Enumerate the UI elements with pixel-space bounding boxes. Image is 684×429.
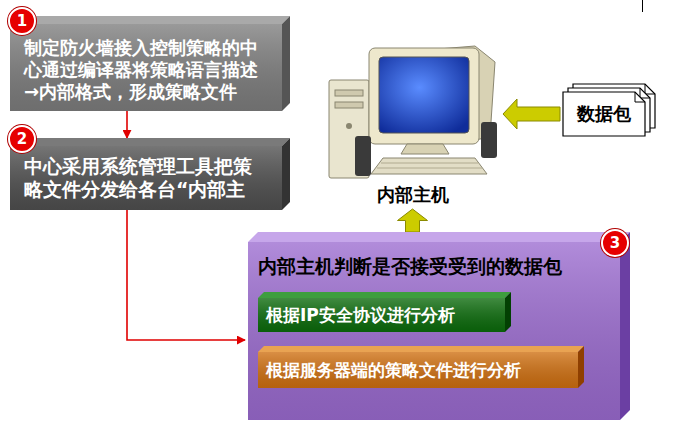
packet-document: 数据包 — [563, 84, 655, 136]
node-text: 根据服务器端的策略文件进行分析 — [266, 359, 521, 381]
decision-box: 内部主机判断是否接受受到的数据包根据IP安全协议进行分析根据服务器端的策略文件进… — [248, 242, 620, 420]
node-text: 根据IP安全协议进行分析 — [266, 304, 455, 326]
process-box: 中心采用系统管理工具把策 略文件分发给各台“内部主 — [10, 146, 282, 210]
block-arrow — [503, 99, 560, 129]
computer-illustration — [325, 42, 500, 182]
block-arrow — [398, 209, 428, 232]
callout-number: 2 — [8, 125, 36, 153]
analysis-bar: 根据服务器端的策略文件进行分析 — [258, 352, 578, 388]
flow-arrow — [126, 111, 128, 138]
node-text: 内部主机 — [325, 184, 500, 206]
corner-tick — [642, 0, 643, 12]
process-box: 制定防火墙接入控制策略的中 心通过编译器将策略语言描述 →内部格式，形成策略文件 — [10, 24, 282, 111]
node-text: 内部主机判断是否接受受到的数据包 — [258, 254, 610, 278]
node-text: 中心采用系统管理工具把策 略文件分发给各台“内部主 — [24, 155, 262, 201]
callout-number: 1 — [8, 7, 36, 35]
flow-arrow — [127, 210, 245, 340]
host-computer: 内部主机 — [325, 42, 500, 206]
analysis-bar: 根据IP安全协议进行分析 — [258, 298, 505, 332]
callout-number: 3 — [601, 229, 629, 257]
node-text: 数据包 — [577, 103, 631, 125]
node-text: 制定防火墙接入控制策略的中 心通过编译器将策略语言描述 →内部格式，形成策略文件 — [24, 37, 268, 103]
